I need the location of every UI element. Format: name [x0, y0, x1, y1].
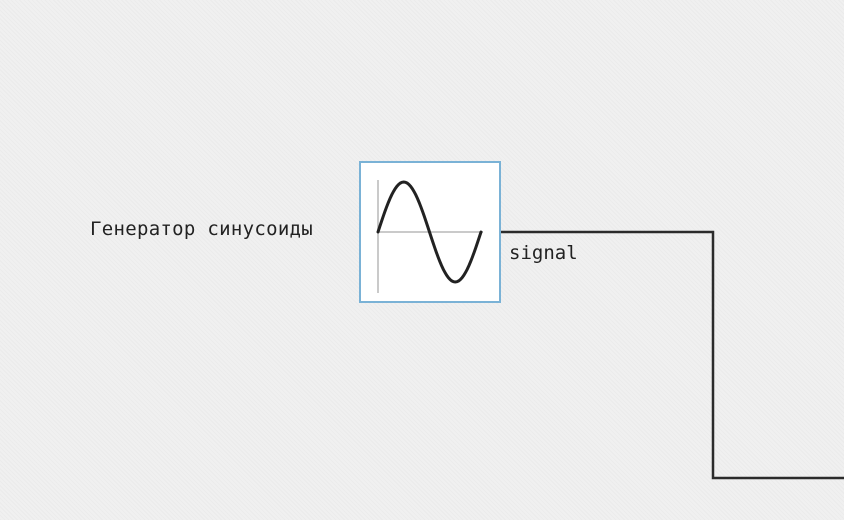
sine-generator-label: Генератор синусоиды: [90, 218, 314, 240]
signal-wire[interactable]: [498, 230, 844, 480]
sine-wave-icon: [376, 180, 483, 293]
icon-sine-curve: [376, 180, 483, 284]
sine-generator-block[interactable]: [359, 161, 501, 303]
output-port-label-signal: signal: [509, 242, 578, 264]
